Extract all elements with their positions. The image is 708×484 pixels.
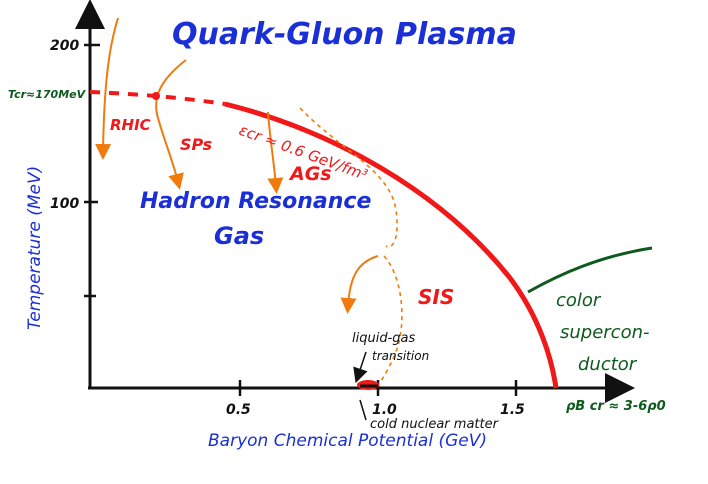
y-tick-label-200: 200 xyxy=(50,38,79,54)
crossover-dashed-line xyxy=(89,90,226,106)
sis-dashed-loop xyxy=(377,255,403,387)
sis-trajectory xyxy=(340,255,379,314)
cold-matter-label: cold nuclear matter xyxy=(370,417,500,432)
hadron-gas-label-line1: Hadron Resonance xyxy=(140,189,371,214)
x-tick-label-15: 1.5 xyxy=(500,402,525,418)
liquid-gas-label-line2: transition xyxy=(372,349,429,363)
y-tick-label-100: 100 xyxy=(50,196,79,212)
ags-trajectory xyxy=(267,111,284,194)
color-superconductor-boundary xyxy=(527,246,653,294)
color-sc-label-line3: ductor xyxy=(578,354,638,375)
liquid-gas-pointer xyxy=(353,351,368,384)
rho-critical-label: ρB cr ≈ 3-6ρ0 xyxy=(566,399,666,414)
tcr-label: Tcr≈170MeV xyxy=(8,88,87,101)
ags-label: AGs xyxy=(288,163,332,185)
ags-dashed-loop xyxy=(299,107,398,248)
sps-trajectory xyxy=(155,59,187,190)
rhic-label: RHIC xyxy=(110,116,151,134)
x-tick-label-05: 0.5 xyxy=(226,402,251,418)
color-sc-label-line2: supercon- xyxy=(560,322,650,343)
crossover-critical-point xyxy=(152,92,160,100)
hadron-gas-label-line2: Gas xyxy=(214,222,264,250)
x-tick-label-10: 1.0 xyxy=(372,402,397,418)
color-sc-label-line1: color xyxy=(556,290,602,311)
liquid-gas-label-line1: liquid-gas xyxy=(352,331,415,346)
cold-matter-pointer xyxy=(359,399,367,421)
y-axis-label: Temperature (MeV) xyxy=(25,166,45,330)
rhic-trajectory xyxy=(95,17,119,160)
sps-label: SPs xyxy=(180,135,212,154)
sis-label: SIS xyxy=(418,285,454,309)
phase-boundary-line xyxy=(224,101,559,389)
x-axis-label: Baryon Chemical Potential (GeV) xyxy=(208,431,487,451)
qgp-label: Quark-Gluon Plasma xyxy=(172,17,517,52)
